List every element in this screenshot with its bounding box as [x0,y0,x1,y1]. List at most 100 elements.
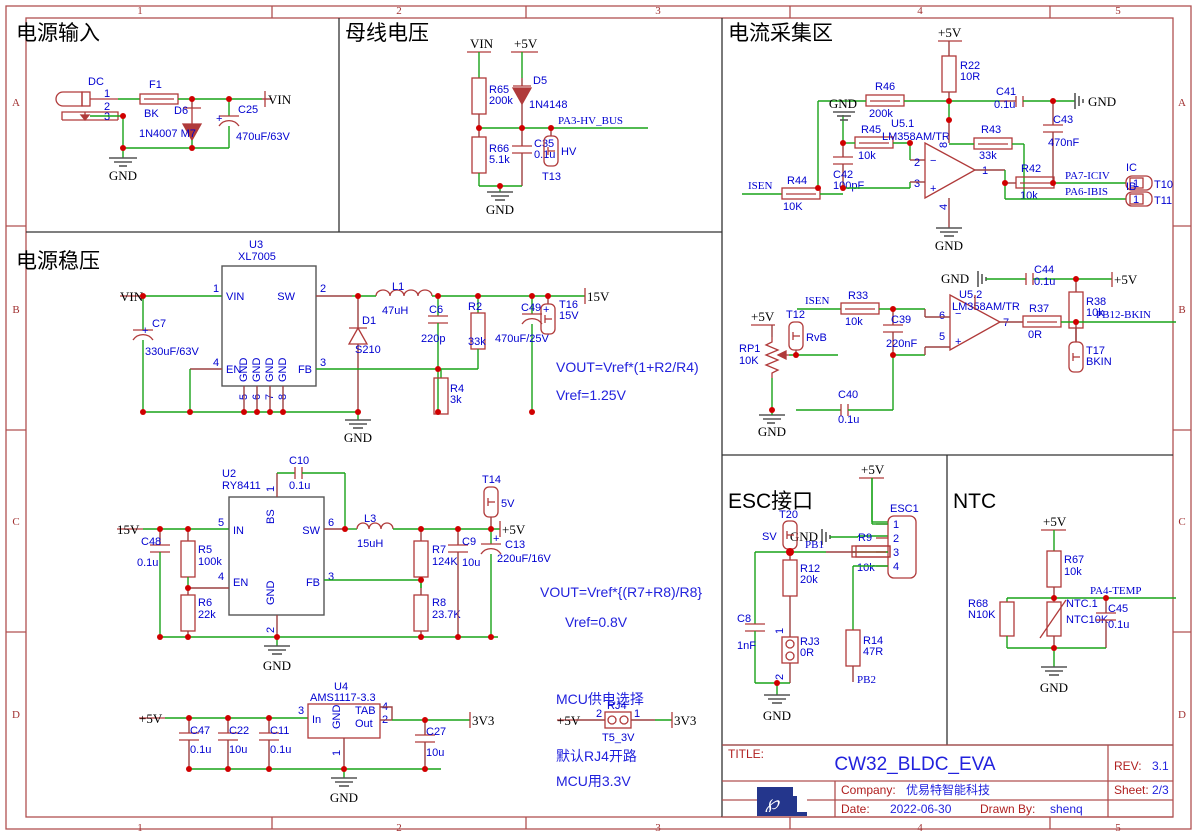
company-logo: ℘ [757,784,807,816]
section-title-power-reg: 电源稳压 [16,250,100,273]
rj4-jumper-symbol [604,711,632,729]
gnd-symbol-bus-voltage [487,191,513,201]
esc1-pin-4: 4 [893,561,899,573]
f1-ref: F1 [149,79,162,91]
r14-ref: R14 [863,635,883,647]
t12-value: RvB [806,332,827,344]
r44-ref: R44 [787,175,807,187]
terminal-t11: 1 [1125,191,1153,207]
gnd-label-bus-voltage: GND [486,202,514,217]
grid-col-4-bottom: 4 [917,822,923,834]
r66-value: 5.1k [489,154,510,166]
rj3-value: 0R [800,647,814,659]
u5-2-ref: U5.2 [959,289,982,301]
grid-col-2-bottom: 2 [396,822,402,834]
rp1-potentiometer-symbol [764,337,789,378]
section-title-ntc: NTC [953,490,996,513]
t10-pin: 1 [1133,178,1139,190]
c42-ref: C42 [833,169,853,181]
d5-value: 1N4148 [529,99,568,111]
rj4-value: T5_3V [602,732,635,744]
u3-ref: U3 [249,239,263,251]
note-vout-ry8411: VOUT=Vref*{(R7+R8)/R8} [540,584,702,600]
u3-pin4-name: EN [226,364,241,376]
port-3v3-ldo: 3V3 [472,713,494,728]
u5-2-pin-6: 6 [939,310,945,322]
t10-label: IC [1126,162,1137,174]
c45-value: 0.1u [1108,619,1129,631]
circuit-ntc: +5V R67 10k PA4-TEMP R68 N10K NTC.1 NTC1… [968,514,1176,695]
rj3-pin-bot: 2 [774,674,786,680]
gnd-label-buck5v: GND [263,658,291,673]
c43-value: 470nF [1048,137,1079,149]
r9-value: 10k [857,562,875,574]
c22-value: 10u [229,744,247,756]
port-vin-bus: VIN [470,36,494,51]
u4-pin1-name: GND [331,705,343,730]
port-5v-ntc: +5V [1043,514,1067,529]
rj4-pin-left: 2 [596,708,602,720]
c8-value: 1nF [737,640,756,652]
c9-value: 10u [462,557,480,569]
t11-label: IB [1126,181,1136,193]
r65-value: 200k [489,95,513,107]
company-value: 优易特智能科技 [906,782,990,797]
r8-ref: R8 [432,597,446,609]
grid-row-b: B [12,304,19,316]
gnd-label-c44: GND [941,271,969,286]
u5-2-pin-7: 7 [1003,317,1009,329]
c45-ref: C45 [1108,603,1128,615]
u5-1-pin-8: 8 [938,142,950,148]
gnd-symbol-power-reg [345,419,371,429]
c39-value: 220nF [886,338,917,350]
l3-ref: L3 [364,513,376,525]
t14-ref: T14 [482,474,501,486]
note-vref-xl7005: Vref=1.25V [556,387,627,403]
c7-ref: C7 [152,318,166,330]
l3-value: 15uH [357,538,383,550]
gnd-label-current-sense-left: GND [829,96,857,111]
esc1-pin-3: 3 [893,547,899,559]
u5-1-pin-1: 1 [982,165,988,177]
u2-pin6-name: SW [302,525,320,537]
c39-ref: C39 [891,314,911,326]
net-label-isen-bkin: ISEN [805,295,830,307]
u5-2-inv-sign: − [955,308,961,320]
r44-value: 10K [783,201,803,213]
port-15v-buck: 15V [117,522,140,537]
u3-pin6-name: GND [251,358,263,383]
u2-pin3-name: FB [306,577,320,589]
u5-1-pin-4: 4 [938,204,950,210]
rj4-pin-right: 1 [634,708,640,720]
l1-ref: L1 [392,281,404,293]
grid-col-5-bottom: 5 [1115,822,1121,834]
u5-1-inv-sign: − [930,155,936,167]
port-5v-bkin-right: +5V [1114,272,1138,287]
gnd-label-esc: GND [763,708,791,723]
c7-polarity: + [142,325,148,337]
c48-value: 0.1u [137,557,158,569]
t20-value: SV [762,531,777,543]
net-label-ibis: PA6-IBIS [1065,186,1108,198]
grid-row-d: D [12,709,20,721]
u3-pin2-num: 2 [320,283,326,295]
gnd-symbol-ntc [1041,666,1067,676]
r5-ref: R5 [198,544,212,556]
c47-ref: C47 [190,725,210,737]
u2-pin4-name: EN [233,577,248,589]
net-label-pb2: PB2 [857,674,876,686]
svg-text:℘: ℘ [765,792,780,814]
r66-ref: R66 [489,143,509,155]
grid-row-a-right: A [1178,97,1186,109]
r2-ref: R2 [468,301,482,313]
r45-value: 10k [858,150,876,162]
t16-ref: T16 [559,299,578,311]
u2-ref: U2 [222,468,236,480]
c13-polarity: + [493,533,499,545]
r37-ref: R37 [1029,303,1049,315]
r37-value: 0R [1028,329,1042,341]
grid-row-a: A [12,97,20,109]
grid-row-c-right: C [1178,516,1185,528]
c48-ref: C48 [141,536,161,548]
circuit-bkin: GND C44 0.1u +5V R38 10k +5V RP1 [739,264,1176,439]
